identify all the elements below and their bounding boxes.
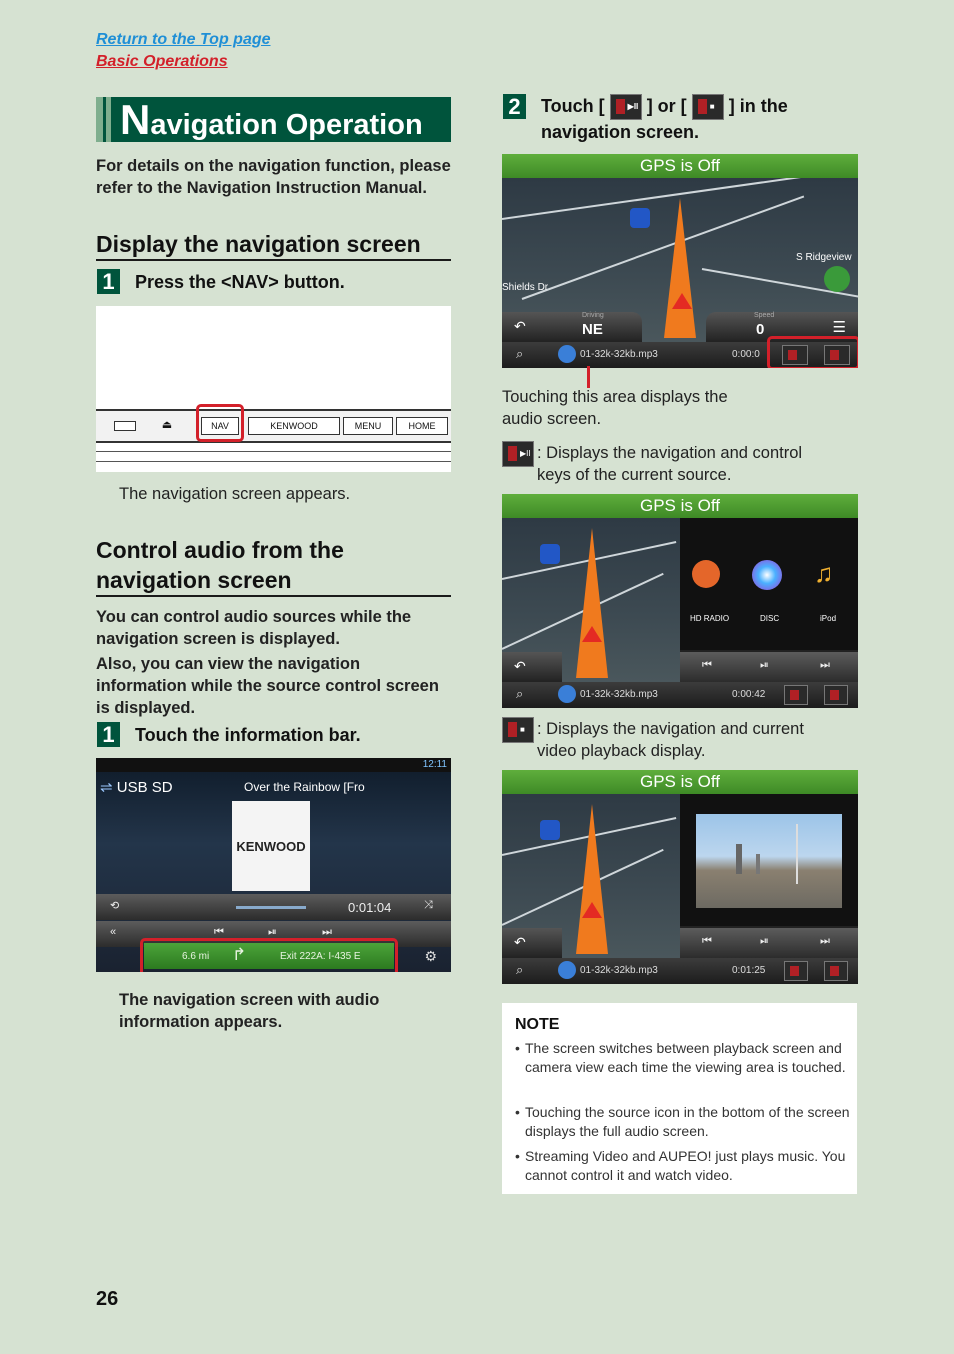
search-icon[interactable]: ⌕ [516, 686, 524, 701]
information-bar[interactable]: 6.6 mi ↱ Exit 222A: I-435 E [144, 943, 394, 969]
source-icon[interactable] [558, 685, 576, 703]
nav-video-button[interactable] [824, 961, 848, 981]
return-top-link[interactable]: Return to the Top page [96, 31, 271, 48]
repeat-icon[interactable]: ⟲ [110, 900, 120, 912]
step-2-text: Touch [ ▶II ] or [ ■ ] in the [541, 94, 788, 121]
gps-status-bar: GPS is Off [502, 154, 858, 178]
shuffle-icon[interactable]: ⤨ [424, 899, 433, 911]
icon-nav-video: ■ [502, 717, 534, 743]
disc-icon[interactable] [752, 560, 782, 590]
next-icon[interactable]: ⏭ [322, 926, 332, 938]
source-icon[interactable] [558, 345, 576, 363]
note-item: •Streaming Video and AUPEO! just plays m… [515, 1148, 846, 1183]
caption-nav-with-audio: The navigation screen with audio informa… [119, 991, 380, 1031]
icon2-description: : Displays the navigation and current vi… [537, 720, 804, 760]
buttons-highlight [767, 336, 858, 368]
nav-audio-button[interactable] [784, 961, 808, 981]
elapsed-time: 0:01:04 [348, 900, 392, 915]
video-frame[interactable] [696, 814, 842, 908]
audio-screen-screenshot: 12:11 ⇌ USB SD Over the Rainbow [Fro KEN… [96, 758, 451, 972]
prev-icon[interactable]: ⏮ [702, 935, 712, 947]
vehicle-arrow-icon [672, 293, 692, 309]
note-title: NOTE [515, 1016, 560, 1033]
source-icon[interactable] [558, 961, 576, 979]
track-title: Over the Rainbow [Fro [244, 780, 365, 794]
step-2-text-line2: navigation screen. [541, 122, 700, 142]
nav-video-button[interactable] [824, 685, 848, 705]
nav-highlight [196, 404, 244, 442]
hd-radio-icon[interactable] [692, 560, 720, 588]
note-item: •The screen switches between playback sc… [515, 1040, 846, 1075]
prev-icon[interactable]: ⏮ [214, 926, 224, 938]
section-heading-display-nav: Display the navigation screen [96, 231, 421, 257]
para-view-nav: Also, you can view the navigation inform… [96, 655, 439, 717]
menu-button[interactable]: MENU [343, 417, 393, 435]
step-text: Touch the information bar. [135, 725, 361, 745]
album-art: KENWOOD [232, 801, 310, 891]
section-heading-control-audio-2: navigation screen [96, 567, 292, 593]
step-number: 1 [97, 722, 120, 747]
page-title-bar: Navigation Operation [96, 97, 451, 142]
gps-status-bar: GPS is Off [502, 770, 858, 794]
prev-icon[interactable]: ⏮ [702, 659, 712, 671]
usb-icon: ⇌ [100, 779, 117, 796]
step-text: Press the <NAV> button. [135, 272, 345, 292]
back-arrow-icon[interactable]: ↶ [514, 934, 526, 950]
back-arrow-icon[interactable]: ↶ [514, 318, 526, 334]
home-button[interactable]: HOME [396, 417, 448, 435]
back-icon[interactable]: « [110, 926, 117, 938]
section-heading-control-audio-1: Control audio from the [96, 537, 344, 563]
play-pause-icon[interactable]: ⏯ [760, 659, 769, 671]
nav-audio-screenshot: GPS is Off ♫ HD RADIO DISC iPod ⏮ ⏯ ⏭ ↶ … [502, 494, 858, 708]
nav-audio-icon: ▶II [609, 94, 642, 121]
nav-audio-button[interactable] [782, 345, 808, 365]
next-icon[interactable]: ⏭ [820, 659, 830, 671]
annotation-audio-area: Touching this area displays the audio sc… [502, 388, 728, 428]
disc-slot-icon [114, 421, 136, 431]
page-title: Navigation Operation [120, 96, 423, 143]
poi-green-icon [824, 266, 850, 292]
kenwood-label: KENWOOD [248, 417, 340, 435]
gps-status-bar: GPS is Off [502, 494, 858, 518]
page-number: 26 [96, 1288, 119, 1310]
source-label: ⇌ USB SD [100, 779, 173, 796]
search-icon[interactable]: ⌕ [516, 962, 524, 977]
nav-audio-button[interactable] [784, 685, 808, 705]
search-icon[interactable]: ⌕ [516, 346, 524, 361]
caption-nav-appears: The navigation screen appears. [119, 485, 351, 503]
turn-arrow-icon: ↱ [232, 945, 247, 964]
note-box: NOTE •The screen switches between playba… [502, 1003, 857, 1194]
note-item: •Touching the source icon in the bottom … [515, 1104, 850, 1139]
nav-screen-screenshot: S Ridgeview Shields Dr GPS is Off ↶ Driv… [502, 154, 858, 368]
nav-video-icon: ■ [691, 94, 724, 121]
play-pause-icon[interactable]: ⏯ [760, 935, 769, 947]
step-number: 2 [503, 94, 526, 119]
next-icon[interactable]: ⏭ [820, 935, 830, 947]
clock-text: 12:11 [422, 759, 447, 770]
info-bar-highlight [140, 938, 398, 972]
icon1-description: : Displays the navigation and control ke… [537, 444, 803, 484]
device-panel-figure: ⏏ NAV KENWOOD MENU HOME [96, 306, 451, 472]
menu-icon[interactable]: ☰ [832, 319, 846, 336]
icon-nav-audio: ▶II [502, 441, 534, 467]
back-arrow-icon[interactable]: ↶ [514, 658, 526, 674]
nav-video-screenshot: GPS is Off ⏮ ⏯ ⏭ ↶ ⌕ 01-32k-32kb.mp3 0:0… [502, 770, 858, 984]
play-pause-icon[interactable]: ⏯ [268, 926, 277, 938]
para-control-audio: You can control audio sources while the … [96, 608, 412, 648]
ipod-music-icon[interactable]: ♫ [814, 558, 834, 588]
step-number: 1 [97, 269, 120, 294]
nav-button[interactable]: NAV [201, 417, 239, 435]
nav-video-button[interactable] [824, 345, 850, 365]
eject-icon: ⏏ [161, 419, 173, 431]
intro-text: For details on the navigation function, … [96, 157, 451, 197]
basic-operations-link[interactable]: Basic Operations [96, 53, 228, 70]
poi-icon [630, 208, 650, 228]
gear-icon[interactable]: ⚙ [424, 948, 437, 964]
